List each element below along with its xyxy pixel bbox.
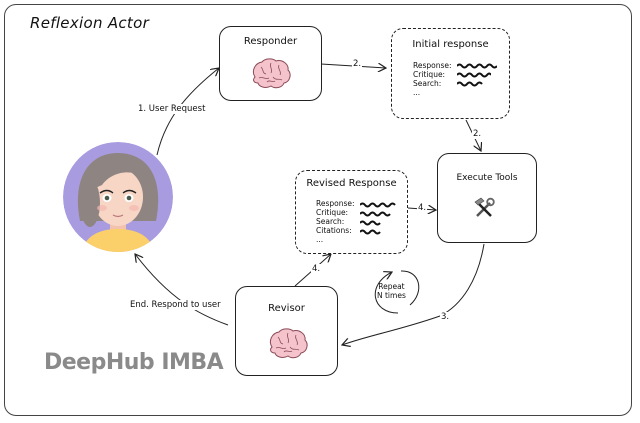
revised-response-node: Revised Response Response: Critique: Sea… [295, 170, 408, 254]
watermark: DeepHub IMBA [44, 350, 224, 375]
field-row: Critique: [316, 209, 396, 218]
squiggle-text-placeholder [360, 229, 381, 234]
brain-icon [252, 58, 291, 89]
repeat-note-line1: Repeat [378, 282, 405, 291]
edge-label-tools-to-revisor: 3. [440, 312, 451, 322]
execute-tools-title: Execute Tools [456, 173, 518, 183]
field-row: Response: [413, 61, 497, 70]
initial-response-fields: Response: Critique: Search: ... [413, 61, 497, 97]
initial-response-node: Initial response Response: Critique: Sea… [391, 28, 510, 119]
field-label: ... [316, 235, 324, 245]
edge-label-user-request: 1. User Request [137, 104, 207, 114]
diagram-frame [4, 4, 632, 416]
squiggle-text-placeholder [457, 72, 491, 77]
field-row: Search: [413, 79, 497, 88]
responder-title: Responder [243, 36, 298, 47]
repeat-loop-arrow-top [400, 270, 420, 306]
initial-response-title: Initial response [412, 39, 489, 50]
edge-label-initial-to-tools: 2. [472, 129, 483, 139]
field-label: Search: [413, 79, 442, 88]
diagram-title: Reflexion Actor [30, 14, 150, 32]
edge-label-end: End. Respond to user [129, 300, 222, 310]
tools-icon [474, 197, 495, 217]
execute-tools-node: Execute Tools [437, 153, 537, 243]
repeat-note-line2: N times [377, 291, 406, 300]
field-row: ... [413, 88, 497, 97]
field-label: Response: [413, 61, 452, 70]
field-row: Search: [316, 218, 396, 227]
squiggle-text-placeholder [360, 211, 391, 216]
revisor-node: Revisor [235, 286, 338, 376]
responder-node: Responder [219, 26, 322, 101]
brain-icon [269, 328, 308, 359]
field-label: ... [413, 88, 421, 97]
field-row: Citations: [316, 227, 396, 236]
field-row: Response: [316, 200, 396, 209]
revised-response-title: Revised Response [306, 178, 397, 189]
squiggle-text-placeholder [457, 81, 483, 86]
edge-label-revised-to-tools: 4. [417, 203, 428, 213]
revised-response-fields: Response: Critique: Search: Citations: .… [316, 200, 396, 245]
field-label: Response: [316, 199, 355, 209]
edge-label-responder-to-initial: 2. [352, 59, 363, 69]
repeat-note: Repeat N times [376, 282, 407, 300]
squiggle-text-placeholder [360, 220, 381, 225]
user-avatar [63, 142, 173, 252]
field-row: Critique: [413, 70, 497, 79]
field-label: Critique: [316, 208, 349, 218]
repeat-loop-arrow-bottom [374, 272, 399, 314]
field-label: Critique: [413, 70, 446, 79]
edge-end [135, 254, 229, 326]
squiggle-text-placeholder [457, 63, 497, 68]
squiggle-text-placeholder [360, 202, 396, 207]
revisor-title: Revisor [268, 303, 305, 314]
edge-label-revisor-to-revised: 4. [311, 264, 322, 274]
edge-tools-to-revisor [342, 243, 485, 345]
field-label: Citations: [316, 226, 352, 236]
field-row: ... [316, 236, 396, 245]
field-label: Search: [316, 217, 345, 227]
